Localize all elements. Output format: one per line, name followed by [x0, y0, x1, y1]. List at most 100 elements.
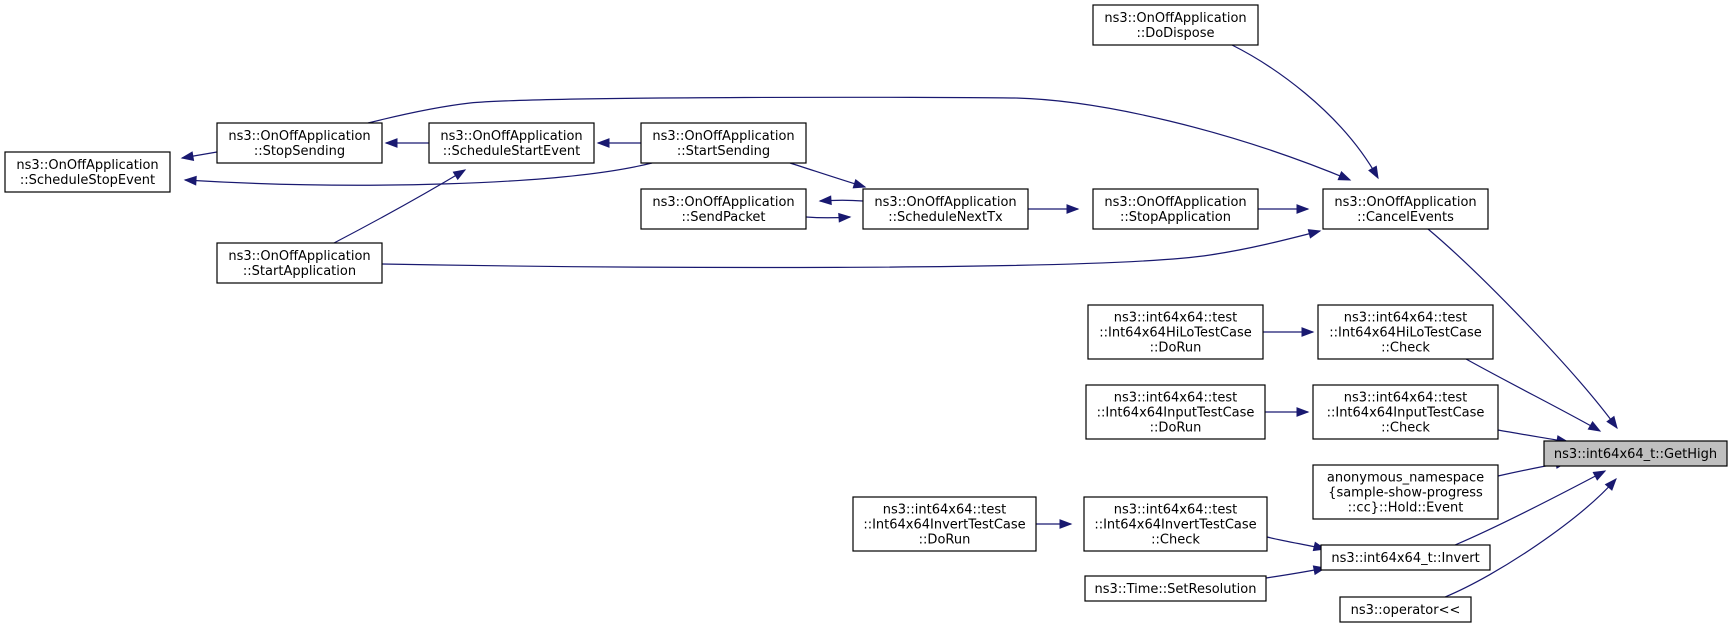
node-label: ns3::int64x64_t::Invert [1331, 551, 1479, 566]
node-label: ns3::operator<< [1351, 603, 1461, 618]
node-label: ns3::OnOffApplication [228, 129, 370, 144]
node-stopApplication[interactable]: ns3::OnOffApplication::StopApplication [1092, 188, 1259, 230]
node-box[interactable] [1543, 440, 1728, 467]
node-box[interactable] [1092, 4, 1259, 46]
node-label: ns3::OnOffApplication [652, 129, 794, 144]
node-inputCheck[interactable]: ns3::int64x64::test::Int64x64InputTestCa… [1312, 384, 1499, 440]
edge-stopSending-to-cancelEvents [367, 96, 1352, 181]
edge-arrowhead [818, 195, 832, 206]
node-holdEvent[interactable]: anonymous_namespace{sample-show-progress… [1312, 464, 1499, 520]
node-label: ::ScheduleStartEvent [443, 144, 581, 159]
node-stopSending[interactable]: ns3::OnOffApplication::StopSending [216, 122, 383, 164]
node-box[interactable] [216, 242, 383, 284]
edge-hiLoDoRun-to-hiLoCheck [1263, 327, 1315, 337]
edge-arrowhead [183, 175, 197, 186]
node-cancelEvents[interactable]: ns3::OnOffApplication::CancelEvents [1322, 188, 1489, 230]
node-startApplication[interactable]: ns3::OnOffApplication::StartApplication [216, 242, 383, 284]
edge-arrowhead [1587, 420, 1602, 432]
node-label: ns3::int64x64_t::GetHigh [1554, 447, 1717, 462]
node-box[interactable] [640, 122, 807, 164]
edge-startApplication-to-scheduleStartEvent [333, 169, 467, 244]
edge-arrowhead [1301, 327, 1315, 337]
edge-invertCheck-to-invert [1266, 536, 1327, 552]
node-inputDoRun[interactable]: ns3::int64x64::test::Int64x64InputTestCa… [1085, 384, 1266, 440]
edge-hiLoCheck-to-getHigh [1465, 358, 1602, 432]
node-box[interactable] [852, 496, 1037, 552]
node-label: ::Int64x64InvertTestCase [863, 518, 1025, 533]
nodes-layer: ns3::int64x64_t::GetHigh ns3::OnOffApplic… [4, 4, 1728, 623]
node-box[interactable] [1317, 304, 1494, 360]
edge-scheduleNextTx-to-sendPacket [818, 195, 864, 206]
edge-line [381, 230, 1321, 269]
node-box[interactable] [428, 122, 595, 164]
node-label: ::Int64x64InvertTestCase [1094, 518, 1256, 533]
node-box[interactable] [1312, 384, 1499, 440]
node-box[interactable] [1084, 575, 1267, 602]
edge-arrowhead [1368, 165, 1379, 180]
edge-arrowhead [1066, 204, 1080, 214]
node-invertDoRun[interactable]: ns3::int64x64::test::Int64x64InvertTestC… [852, 496, 1037, 552]
edge-arrowhead [596, 138, 610, 148]
node-invertCheck[interactable]: ns3::int64x64::test::Int64x64InvertTestC… [1083, 496, 1268, 552]
node-operatorShift[interactable]: ns3::operator<< [1339, 596, 1472, 623]
node-scheduleStopEvent[interactable]: ns3::OnOffApplication::ScheduleStopEvent [4, 151, 171, 193]
node-startSending[interactable]: ns3::OnOffApplication::StartSending [640, 122, 807, 164]
node-doDispose[interactable]: ns3::OnOffApplication::DoDispose [1092, 4, 1259, 46]
node-box[interactable] [1312, 464, 1499, 520]
edge-arrowhead [1307, 229, 1322, 239]
edge-line [184, 162, 653, 186]
node-label: ::Check [1381, 421, 1430, 436]
node-box[interactable] [1087, 304, 1264, 360]
node-label: ns3::OnOffApplication [1104, 195, 1246, 210]
edge-arrowhead [384, 138, 398, 148]
node-label: ::ScheduleNextTx [888, 210, 1003, 225]
edge-startSending-to-scheduleStartEvent [596, 138, 642, 148]
edge-arrowhead [1592, 470, 1607, 481]
edge-doDispose-to-cancelEvents [1231, 44, 1379, 180]
edge-setResolution-to-invert [1265, 565, 1327, 579]
edge-arrowhead [180, 151, 195, 161]
node-label: ::CancelEvents [1357, 210, 1454, 225]
edge-arrowhead [1604, 477, 1617, 491]
node-box[interactable] [640, 188, 807, 230]
edge-line [1231, 44, 1379, 179]
node-invert[interactable]: ns3::int64x64_t::Invert [1320, 544, 1491, 571]
node-box[interactable] [216, 122, 383, 164]
edge-line [1465, 358, 1601, 432]
node-label: ::StartApplication [243, 264, 356, 279]
node-box[interactable] [1083, 496, 1268, 552]
node-label: ::Int64x64InputTestCase [1327, 406, 1485, 421]
edge-arrowhead [1337, 171, 1352, 181]
node-box[interactable] [1339, 596, 1472, 623]
edge-arrowhead [1296, 204, 1310, 214]
edge-sendPacket-to-scheduleNextTx [805, 212, 852, 223]
node-label: ns3::Time::SetResolution [1095, 582, 1257, 597]
node-label: ::StartSending [677, 144, 770, 159]
edge-invert-to-getHigh [1454, 470, 1607, 546]
node-label: ::DoRun [1150, 341, 1202, 356]
edge-arrowhead [852, 178, 867, 189]
node-scheduleNextTx[interactable]: ns3::OnOffApplication::ScheduleNextTx [862, 188, 1029, 230]
edge-line [1427, 228, 1618, 429]
node-setResolution[interactable]: ns3::Time::SetResolution [1084, 575, 1267, 602]
node-box[interactable] [1322, 188, 1489, 230]
node-sendPacket[interactable]: ns3::OnOffApplication::SendPacket [640, 188, 807, 230]
node-label: ::ScheduleStopEvent [20, 173, 155, 188]
node-hiLoCheck[interactable]: ns3::int64x64::test::Int64x64HiLoTestCas… [1317, 304, 1494, 360]
node-box[interactable] [1320, 544, 1491, 571]
node-box[interactable] [1092, 188, 1259, 230]
node-box[interactable] [4, 151, 171, 193]
node-label: ns3::OnOffApplication [16, 158, 158, 173]
edge-scheduleNextTx-to-stopApplication [1028, 204, 1080, 214]
node-label: ns3::OnOffApplication [874, 195, 1016, 210]
node-label: ns3::OnOffApplication [1334, 195, 1476, 210]
node-box[interactable] [1085, 384, 1266, 440]
node-getHigh[interactable]: ns3::int64x64_t::GetHigh [1543, 440, 1728, 467]
edge-arrowhead [838, 212, 852, 223]
node-box[interactable] [862, 188, 1029, 230]
node-hiLoDoRun[interactable]: ns3::int64x64::test::Int64x64HiLoTestCas… [1087, 304, 1264, 360]
node-label: ::Int64x64InputTestCase [1097, 406, 1255, 421]
edge-startSending-to-scheduleNextTx [789, 162, 867, 189]
node-scheduleStartEvent[interactable]: ns3::OnOffApplication::ScheduleStartEven… [428, 122, 595, 164]
